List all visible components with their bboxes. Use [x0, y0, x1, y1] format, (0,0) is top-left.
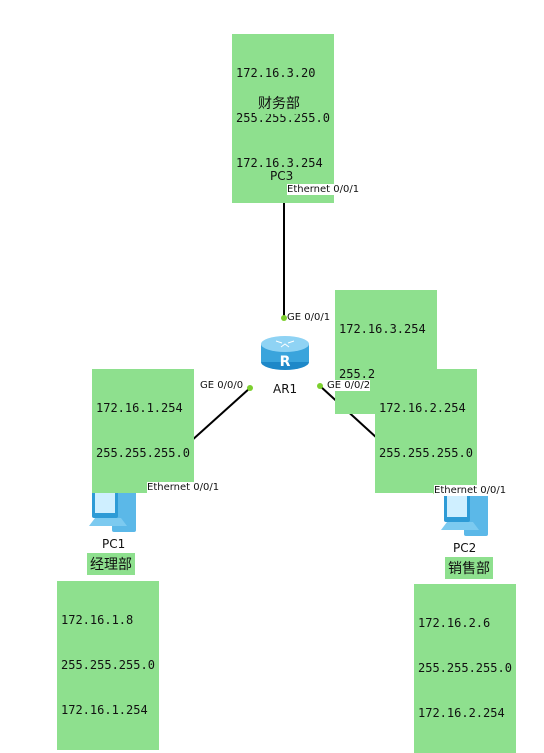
ar1-g002-ip-config: 172.16.2.254 255.255.255.0 — [375, 369, 477, 493]
port-dot-ar1-g000 — [247, 385, 253, 391]
svg-text:R: R — [280, 354, 291, 370]
pc1-ip-config: 172.16.1.8 255.255.255.0 172.16.1.254 — [57, 581, 159, 750]
ar1-g000-ip-config: 172.16.1.254 255.255.255.0 — [92, 369, 194, 493]
pc1-computer-icon[interactable] — [89, 488, 136, 532]
ar1-g000-mask: 255.255.255.0 — [96, 446, 190, 460]
pc3-interface-label: Ethernet 0/0/1 — [287, 184, 360, 195]
ar1-g002-ip: 172.16.2.254 — [379, 401, 466, 415]
pc1-subnet-mask: 255.255.255.0 — [61, 658, 155, 672]
pc3-department-label: 财务部 — [255, 92, 303, 114]
ar1-g002-mask: 255.255.255.0 — [379, 446, 473, 460]
pc1-gateway: 172.16.1.254 — [61, 703, 148, 717]
pc1-department-label: 经理部 — [87, 553, 135, 575]
port-dot-ar1-g001 — [281, 315, 287, 321]
pc3-subnet-mask: 255.255.255.0 — [236, 111, 330, 125]
ar1-g001-label: GE 0/0/1 — [287, 312, 331, 323]
pc2-computer-icon[interactable] — [441, 492, 488, 536]
ar1-g002-label: GE 0/0/2 — [327, 380, 371, 391]
pc3-gateway: 172.16.3.254 — [236, 156, 323, 170]
pc2-device-label: PC2 — [453, 541, 477, 555]
pc3-ip-address: 172.16.3.20 — [236, 66, 316, 80]
ar1-g001-ip: 172.16.3.254 — [339, 322, 426, 336]
router-device-label: AR1 — [273, 382, 298, 396]
pc3-device-label: PC3 — [270, 169, 294, 183]
pc3-ip-config: 172.16.3.20 255.255.255.0 172.16.3.254 — [232, 34, 334, 203]
router-icon[interactable]: R — [261, 336, 309, 370]
pc2-ip-config: 172.16.2.6 255.255.255.0 172.16.2.254 — [414, 584, 516, 753]
pc2-subnet-mask: 255.255.255.0 — [418, 661, 512, 675]
network-topology-canvas: R 172.16.3.20 255.255.255.0 172.16.3 — [57, 34, 516, 753]
pc2-ip-address: 172.16.2.6 — [418, 616, 491, 630]
ar1-g000-label: GE 0/0/0 — [200, 380, 244, 391]
pc1-ip-address: 172.16.1.8 — [61, 613, 134, 627]
pc2-interface-label: Ethernet 0/0/1 — [434, 485, 507, 496]
ar1-g000-ip: 172.16.1.254 — [96, 401, 183, 415]
pc2-department-label: 销售部 — [445, 557, 493, 579]
pc1-device-label: PC1 — [102, 537, 126, 551]
pc1-interface-label: Ethernet 0/0/1 — [147, 482, 220, 493]
port-dot-ar1-g002 — [317, 383, 323, 389]
pc2-gateway: 172.16.2.254 — [418, 706, 505, 720]
